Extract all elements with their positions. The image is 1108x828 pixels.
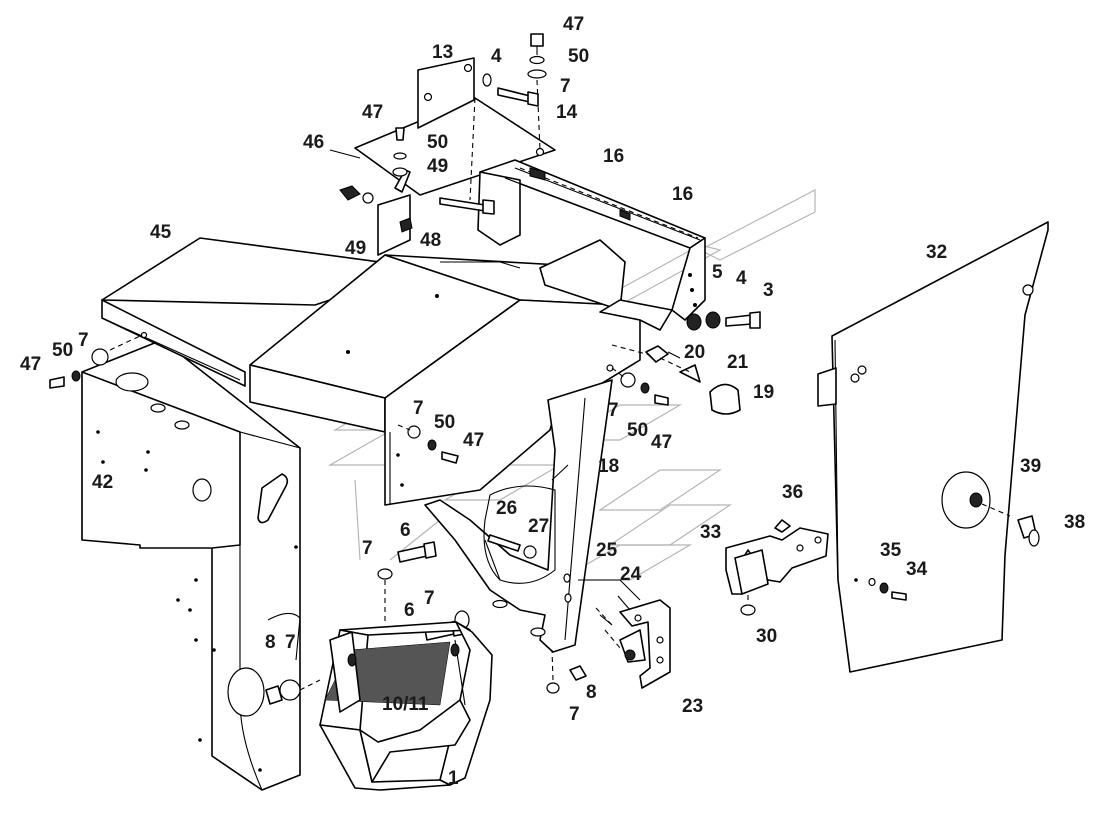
- part-label: 27: [528, 516, 549, 537]
- part-label: 24: [620, 564, 642, 585]
- part-1-step: [319, 621, 493, 791]
- part-label: 36: [782, 482, 803, 503]
- fasteners-top: [392, 33, 547, 177]
- part-23-hinge-plate: [578, 579, 671, 689]
- part-label: 47: [651, 432, 672, 453]
- part-label: 4: [491, 46, 502, 67]
- part-label: 35: [880, 540, 902, 561]
- part-label: 50: [427, 132, 448, 153]
- part-label: 50: [568, 46, 589, 67]
- part-label: 16: [603, 146, 624, 167]
- part-48-bolt: [439, 197, 495, 215]
- part-label: 33: [700, 522, 721, 543]
- part-label: 10/11: [382, 694, 429, 715]
- part-label: 46: [303, 132, 324, 153]
- part-16-light-bar: [477, 159, 706, 331]
- fasteners-middle: [397, 367, 669, 464]
- fasteners-8-7-middle: [546, 649, 587, 694]
- part-label: 7: [362, 538, 373, 559]
- part-label: 6: [400, 520, 411, 541]
- part-label: 1: [448, 768, 459, 789]
- part-label: 50: [52, 340, 73, 361]
- part-label: 50: [434, 412, 455, 433]
- part-label: 26: [496, 498, 517, 519]
- part-label: 49: [427, 156, 448, 177]
- part-label: 18: [598, 456, 619, 477]
- part-label: 19: [753, 382, 774, 403]
- fasteners-left: [49, 335, 141, 389]
- part-label: 47: [20, 354, 41, 375]
- part-label: 7: [569, 704, 580, 725]
- part-label: 7: [560, 76, 571, 97]
- part-label: 14: [556, 102, 578, 123]
- part-label: 47: [362, 102, 383, 123]
- part-label: 30: [756, 626, 777, 647]
- fasteners-3-4-5: [686, 311, 761, 331]
- part-label: 13: [432, 42, 453, 63]
- part-label: 4: [736, 268, 747, 289]
- part-label: 20: [684, 342, 705, 363]
- part-label: 25: [596, 540, 618, 561]
- part-label: 42: [92, 472, 113, 493]
- part-label: 50: [627, 420, 648, 441]
- part-label: 47: [463, 430, 484, 451]
- part-label: 47: [563, 14, 584, 35]
- part-label: 21: [727, 352, 749, 373]
- part-49-clamp: [339, 169, 413, 256]
- part-32-door-panel: [817, 221, 1049, 673]
- part-label: 5: [712, 262, 723, 283]
- leader-lines: [329, 149, 681, 626]
- part-label: 23: [682, 696, 703, 717]
- part-label: 7: [285, 632, 296, 653]
- part-label: 6: [404, 600, 415, 621]
- part-label: 32: [926, 242, 947, 263]
- part-label: 16: [672, 184, 693, 205]
- part-labels: 47 50 7 13 4 14 47 50 49 46 16 16 45 49 …: [20, 14, 1085, 789]
- part-label: 8: [265, 632, 276, 653]
- part-18-upright-bracket: [424, 364, 614, 653]
- fasteners-8-7-left: [265, 612, 321, 705]
- part-label: 7: [424, 588, 435, 609]
- part-label: 7: [608, 400, 619, 421]
- part-36-hinge-bracket: [725, 519, 829, 616]
- part-26-plate: [483, 485, 556, 584]
- part-label: 48: [420, 230, 441, 251]
- fasteners-19-20-21: [611, 344, 741, 415]
- part-label: 45: [150, 222, 172, 243]
- part-label: 3: [763, 280, 774, 301]
- part-label: 7: [78, 330, 89, 351]
- part-42-side-panel: [81, 339, 301, 791]
- part-label: 8: [586, 682, 597, 703]
- part-label: 38: [1064, 512, 1085, 533]
- part-label: 49: [345, 238, 366, 259]
- part-label: 7: [413, 398, 424, 419]
- part-label: 34: [906, 559, 928, 580]
- part-label: 39: [1020, 456, 1041, 477]
- part-27-bolt: [487, 534, 537, 559]
